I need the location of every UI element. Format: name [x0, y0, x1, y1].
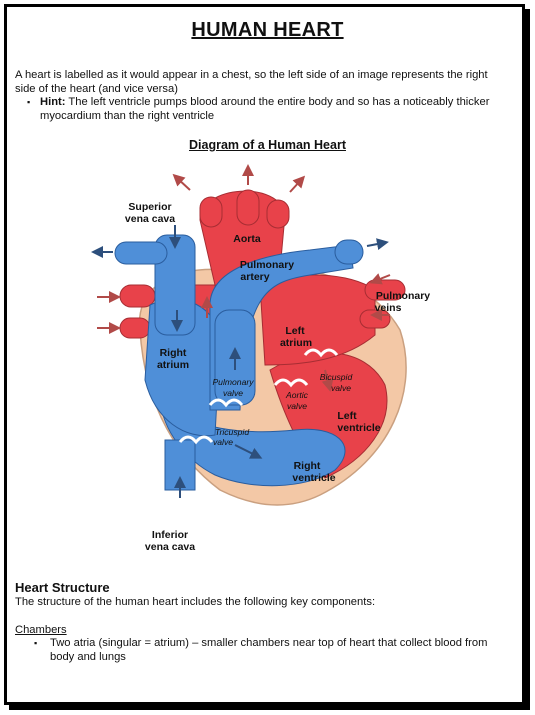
aortic-valve-shape [273, 378, 309, 388]
label-right-atrium: Right [160, 347, 187, 359]
flow-arrow-pv-3 [369, 273, 391, 285]
label-bicuspid-valve-2: valve [331, 383, 351, 393]
chambers-item: ▪ Two atria (singular = atrium) – smalle… [34, 637, 495, 664]
tricuspid-valve-shape [178, 435, 214, 445]
label-aortic-valve: Aortic [285, 390, 309, 400]
label-pulmonary-valve: Pulmonary [212, 377, 254, 387]
chambers-heading: Chambers [15, 624, 67, 636]
label-inferior-vena-cava: Inferior [152, 529, 188, 541]
section-text: The structure of the human heart include… [15, 596, 376, 608]
label-aorta: Aorta [233, 233, 261, 245]
label-aortic-valve-2: valve [287, 401, 307, 411]
flow-arrow-rv [234, 444, 263, 459]
aorta-branch-3 [266, 199, 290, 229]
heart-diagram: Superior vena cava Aorta Pulmonary arter… [91, 164, 430, 553]
label-left-ventricle-2: ventricle [337, 422, 380, 434]
label-superior-vena-cava: Superior [128, 201, 171, 213]
label-pulmonary-valve-2: valve [223, 388, 243, 398]
chambers-item-text: Two atria (singular = atrium) – smaller … [50, 637, 488, 663]
label-pulmonary-artery: Pulmonary [240, 259, 294, 271]
label-right-ventricle-2: ventricle [292, 472, 335, 484]
bicuspid-valve-shape [303, 348, 339, 358]
label-superior-vena-cava-2: vena cava [125, 213, 175, 225]
pulmonary-artery-right [114, 241, 168, 265]
label-right-ventricle: Right [294, 460, 321, 472]
label-left-atrium-2: atrium [280, 337, 312, 349]
label-left-ventricle: Left [337, 410, 357, 422]
page-title: HUMAN HEART [191, 19, 344, 41]
label-pulmonary-artery-2: artery [240, 271, 269, 283]
intro-paragraph: A heart is labelled as it would appear i… [15, 69, 488, 95]
label-pulmonary-veins: Pulmonary [376, 290, 430, 302]
hint-label: Hint: [40, 96, 66, 108]
label-tricuspid-valve-2: valve [213, 437, 233, 447]
section-heading: Heart Structure [15, 580, 110, 595]
pulmonary-vein-1 [364, 279, 406, 301]
pulmonary-valve-shape [208, 398, 244, 408]
flow-arrow-pa-right [366, 238, 389, 251]
flow-arrow-out-3 [289, 175, 306, 193]
label-right-atrium-2: atrium [157, 359, 189, 371]
label-pulmonary-veins-2: veins [375, 302, 402, 314]
pulmonary-artery-left [334, 239, 364, 265]
diagram-title: Diagram of a Human Heart [189, 138, 346, 152]
bullet-icon: ▪ [27, 97, 31, 107]
hint-text: The left ventricle pumps blood around th… [40, 96, 490, 122]
bullet-icon: ▪ [34, 638, 38, 648]
label-inferior-vena-cava-2: vena cava [145, 541, 195, 553]
flow-arrow-out-1 [172, 173, 191, 191]
hint-item: ▪ Hint: The left ventricle pumps blood a… [27, 96, 510, 123]
flow-arrow-lv [321, 369, 334, 392]
pulmonary-vein-3 [119, 284, 156, 308]
label-tricuspid-valve: Tricuspid [215, 427, 249, 437]
aorta-branch-2 [236, 189, 260, 226]
label-bicuspid-valve: Bicuspid [320, 372, 353, 382]
page-border [4, 4, 525, 705]
label-left-atrium: Left [285, 325, 305, 337]
pulmonary-vein-4 [119, 317, 151, 339]
aorta-branch-1 [199, 196, 223, 228]
